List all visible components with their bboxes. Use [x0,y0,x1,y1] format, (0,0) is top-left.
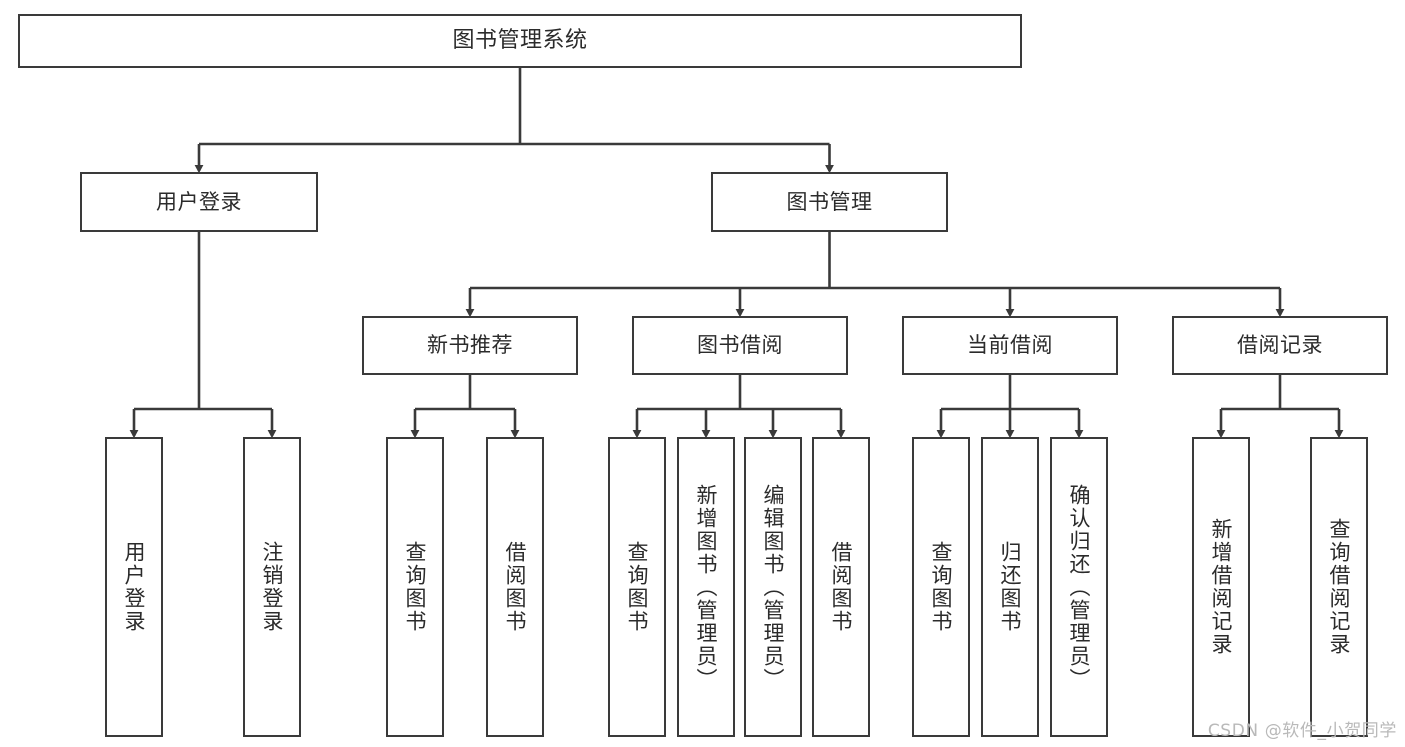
node-label-b-query: 查询图书 [625,541,650,633]
node-label-borrow: 图书借阅 [697,333,783,358]
node-label-c-query: 查询图书 [929,541,954,633]
node-root[interactable]: 图书管理系统 [18,14,1022,68]
node-r-add[interactable]: 新增借阅记录 [1192,437,1250,737]
node-label-r-add: 新增借阅记录 [1209,518,1234,656]
node-label-b-add: 新增图书（管理员） [694,483,719,691]
node-bookmgmt[interactable]: 图书管理 [711,172,948,232]
node-label-records: 借阅记录 [1237,333,1323,358]
node-current[interactable]: 当前借阅 [902,316,1118,375]
node-c-return[interactable]: 归还图书 [981,437,1039,737]
node-label-n-query: 查询图书 [403,541,428,633]
node-b-lend[interactable]: 借阅图书 [812,437,870,737]
node-label-c-return: 归还图书 [998,541,1023,633]
node-b-query[interactable]: 查询图书 [608,437,666,737]
node-label-b-lend: 借阅图书 [829,541,854,633]
node-label-root: 图书管理系统 [452,28,588,54]
node-label-current: 当前借阅 [967,333,1053,358]
node-label-newbooks: 新书推荐 [427,333,513,358]
node-label-login: 用户登录 [156,189,242,214]
node-label-n-borrow: 借阅图书 [503,541,528,633]
node-records[interactable]: 借阅记录 [1172,316,1388,375]
node-c-confirm[interactable]: 确认归还（管理员） [1050,437,1108,737]
node-r-query[interactable]: 查询借阅记录 [1310,437,1368,737]
node-n-borrow[interactable]: 借阅图书 [486,437,544,737]
node-label-c-confirm: 确认归还（管理员） [1067,483,1092,691]
node-b-add[interactable]: 新增图书（管理员） [677,437,735,737]
node-label-bookmgmt: 图书管理 [786,189,873,214]
node-borrow[interactable]: 图书借阅 [632,316,848,375]
node-c-query[interactable]: 查询图书 [912,437,970,737]
node-label-b-edit: 编辑图书（管理员） [761,483,786,691]
node-label-l-login: 用户登录 [122,541,147,633]
node-label-r-query: 查询借阅记录 [1327,518,1352,656]
node-b-edit[interactable]: 编辑图书（管理员） [744,437,802,737]
node-l-login[interactable]: 用户登录 [105,437,163,737]
node-login[interactable]: 用户登录 [80,172,318,232]
node-n-query[interactable]: 查询图书 [386,437,444,737]
node-l-logout[interactable]: 注销登录 [243,437,301,737]
node-newbooks[interactable]: 新书推荐 [362,316,578,375]
node-label-l-logout: 注销登录 [260,541,285,633]
